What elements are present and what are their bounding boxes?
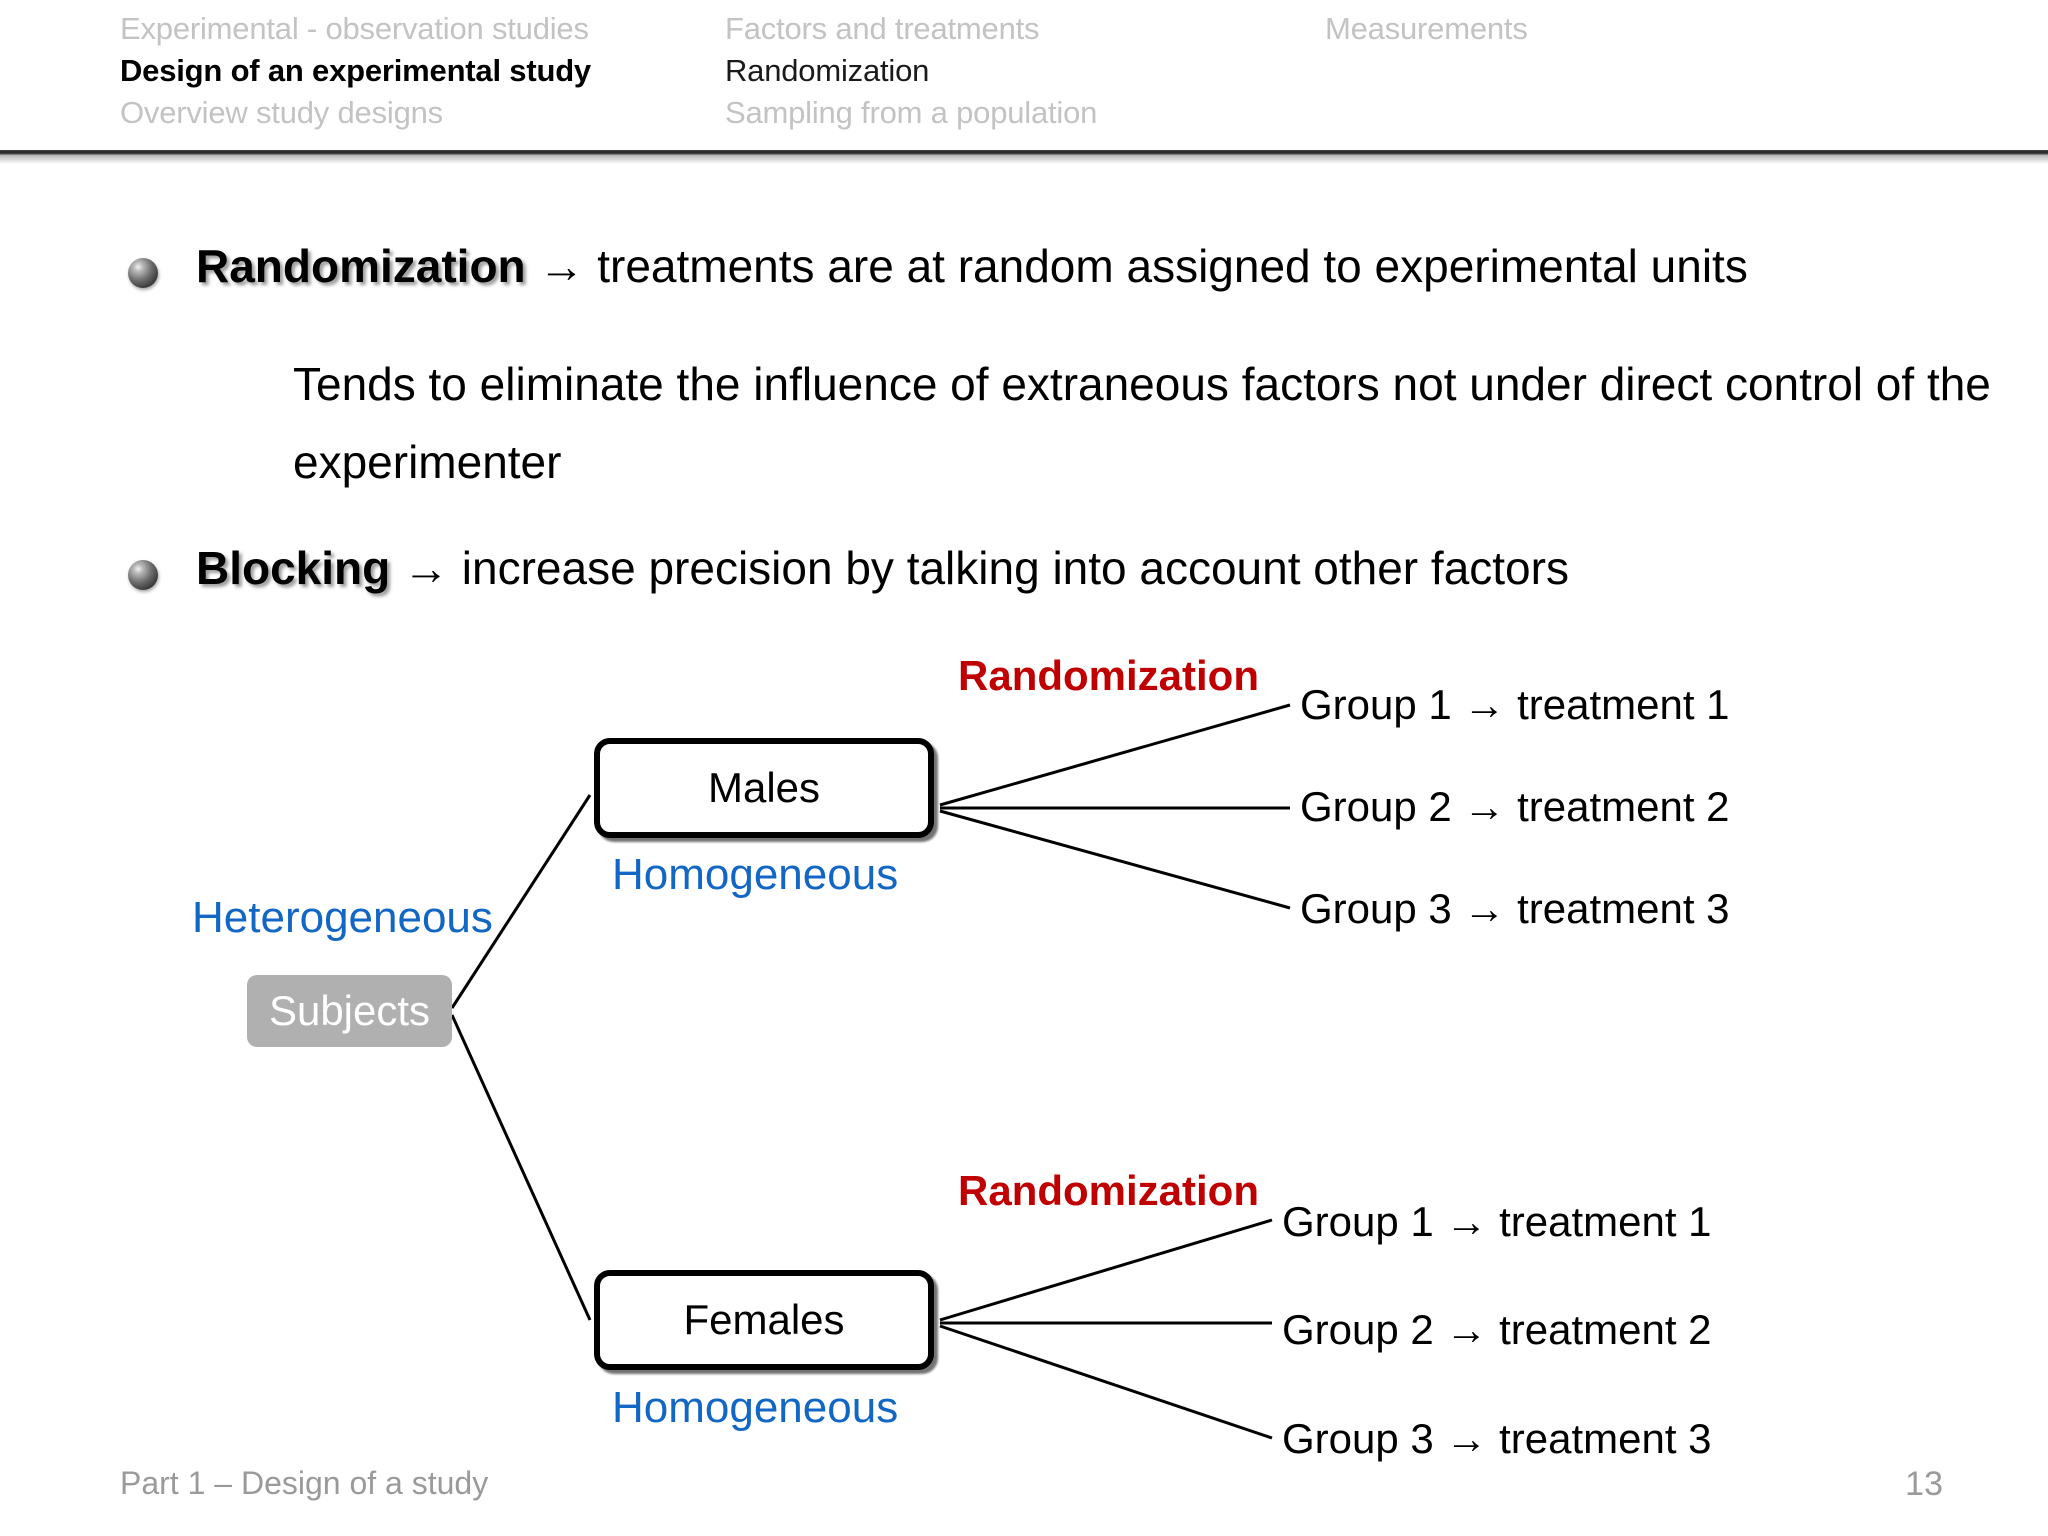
header-item-measurements[interactable]: Measurements — [1325, 11, 1528, 46]
header-divider-shadow — [0, 155, 2048, 164]
bullet-sphere-icon-2 — [128, 560, 158, 590]
slide-footer: Part 1 – Design of a study 13 — [0, 1465, 2048, 1525]
node-females[interactable]: Females — [594, 1270, 934, 1370]
bullet-sphere-icon — [128, 258, 158, 288]
footer-title: Part 1 – Design of a study — [120, 1465, 489, 1501]
bullet-lead-blocking: Blocking — [196, 542, 391, 594]
group-label-females-2: Group 2 → treatment 2 — [1282, 1306, 1712, 1353]
label-homogeneous-males: Homogeneous — [612, 850, 899, 899]
group-label-males-3: Group 3 → treatment 3 — [1300, 885, 1730, 932]
study-design-diagram: Heterogeneous Subjects Males Homogeneous… — [0, 620, 2048, 1462]
label-randomization-females: Randomization — [958, 1167, 1259, 1214]
header-item-overview-study-designs[interactable]: Overview study designs — [120, 95, 443, 130]
header-item-experimental-observation-studies[interactable]: Experimental - observation studies — [120, 11, 589, 46]
group-label-females-1: Group 1 → treatment 1 — [1282, 1198, 1712, 1245]
bullet-lead-randomization: Randomization — [196, 240, 526, 292]
label-randomization-males: Randomization — [958, 652, 1259, 699]
bullet-rest-randomization: → treatments are at random assigned to e… — [525, 240, 1748, 292]
bullet-line-blocking: Blocking → increase precision by talking… — [196, 540, 1569, 596]
header-column-2: Factors and treatments Randomization Sam… — [725, 8, 1097, 134]
bullet-line-randomization: Randomization → treatments are at random… — [196, 238, 1748, 294]
header-item-factors-and-treatments[interactable]: Factors and treatments — [725, 11, 1040, 46]
paragraph-tends-to-eliminate: Tends to eliminate the influence of extr… — [293, 358, 1991, 488]
header-item-randomization[interactable]: Randomization — [725, 53, 930, 88]
group-label-females-3: Group 3 → treatment 3 — [1282, 1415, 1712, 1462]
page-number: 13 — [1905, 1465, 1943, 1503]
header-divider — [0, 150, 2048, 155]
group-label-males-2: Group 2 → treatment 2 — [1300, 783, 1730, 830]
node-subjects[interactable]: Subjects — [247, 975, 452, 1047]
diagram-connector-lines — [450, 703, 1291, 1440]
label-heterogeneous: Heterogeneous — [192, 893, 493, 942]
header-item-sampling-from-a-population[interactable]: Sampling from a population — [725, 95, 1098, 130]
header-column-3: Measurements — [1325, 8, 1528, 50]
slide-header: Experimental - observation studies Desig… — [0, 0, 2048, 152]
label-homogeneous-females: Homogeneous — [612, 1383, 899, 1432]
group-label-males-1: Group 1 → treatment 1 — [1300, 681, 1730, 728]
header-column-1: Experimental - observation studies Desig… — [120, 8, 591, 134]
bullet-rest-blocking: → increase precision by talking into acc… — [390, 542, 1569, 594]
header-item-design-of-an-experimental-study[interactable]: Design of an experimental study — [120, 53, 591, 88]
node-males[interactable]: Males — [594, 738, 934, 838]
